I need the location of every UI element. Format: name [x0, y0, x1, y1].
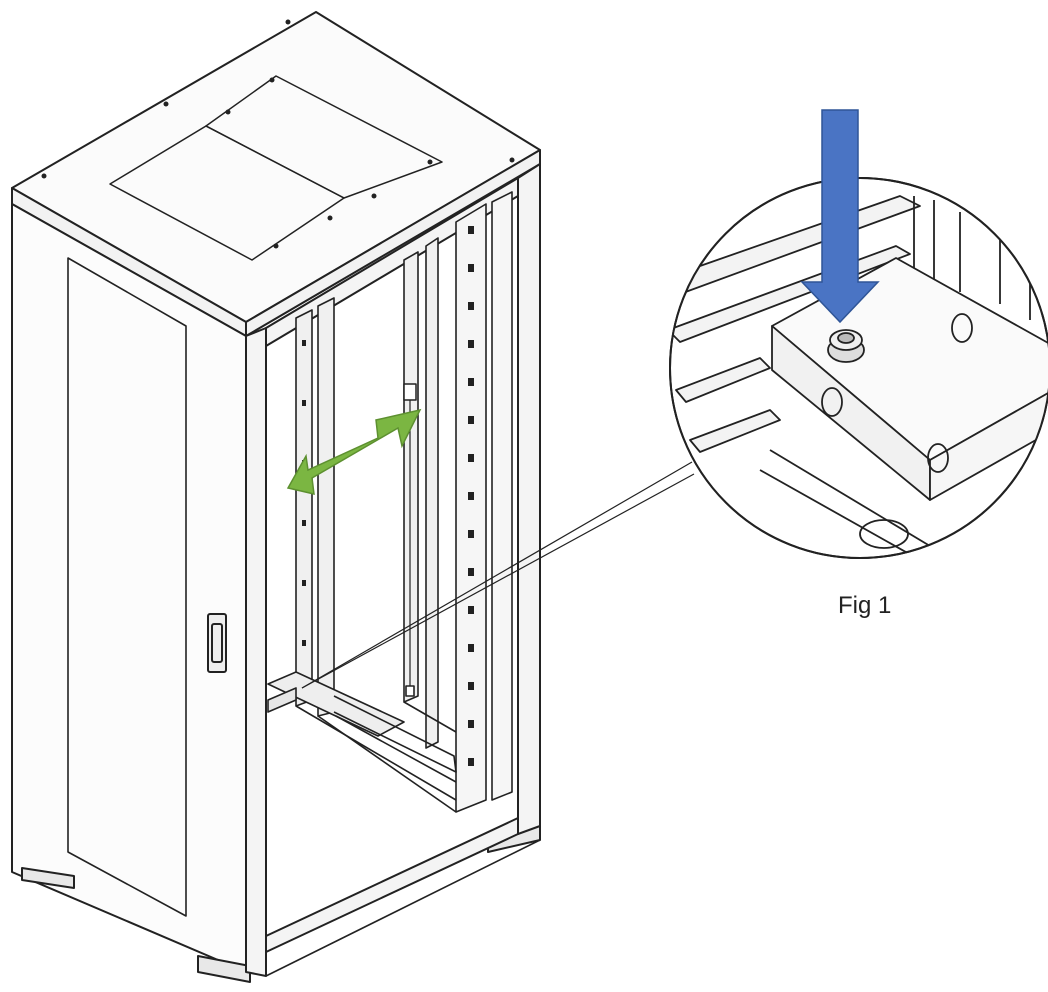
cage-nut-icon: [827, 329, 865, 363]
cabinet-foot-left: [21, 867, 75, 889]
detail-magnifier: [669, 177, 1048, 559]
down-arrow-icon: [800, 109, 880, 324]
callout-line-lower: [301, 473, 695, 689]
cabinet-foot-front: [197, 955, 251, 983]
front-mounting-rail: [455, 191, 513, 813]
front-left-post: [245, 327, 267, 977]
bottom-front-beam: [265, 817, 519, 953]
rear-rails: [295, 237, 439, 749]
front-right-post: [517, 163, 541, 835]
top-screws: [41, 19, 515, 249]
callout-line-upper: [301, 461, 693, 689]
figure-caption: Fig 1: [838, 592, 892, 619]
rack-cabinet: [11, 11, 541, 983]
cabinet-door: [11, 203, 247, 973]
rail-holes: [302, 226, 474, 766]
vent-plate-right: [205, 75, 443, 199]
door-handle-icon: [207, 613, 227, 673]
door-window: [67, 257, 187, 917]
double-headed-arrow-icon: [286, 408, 422, 495]
